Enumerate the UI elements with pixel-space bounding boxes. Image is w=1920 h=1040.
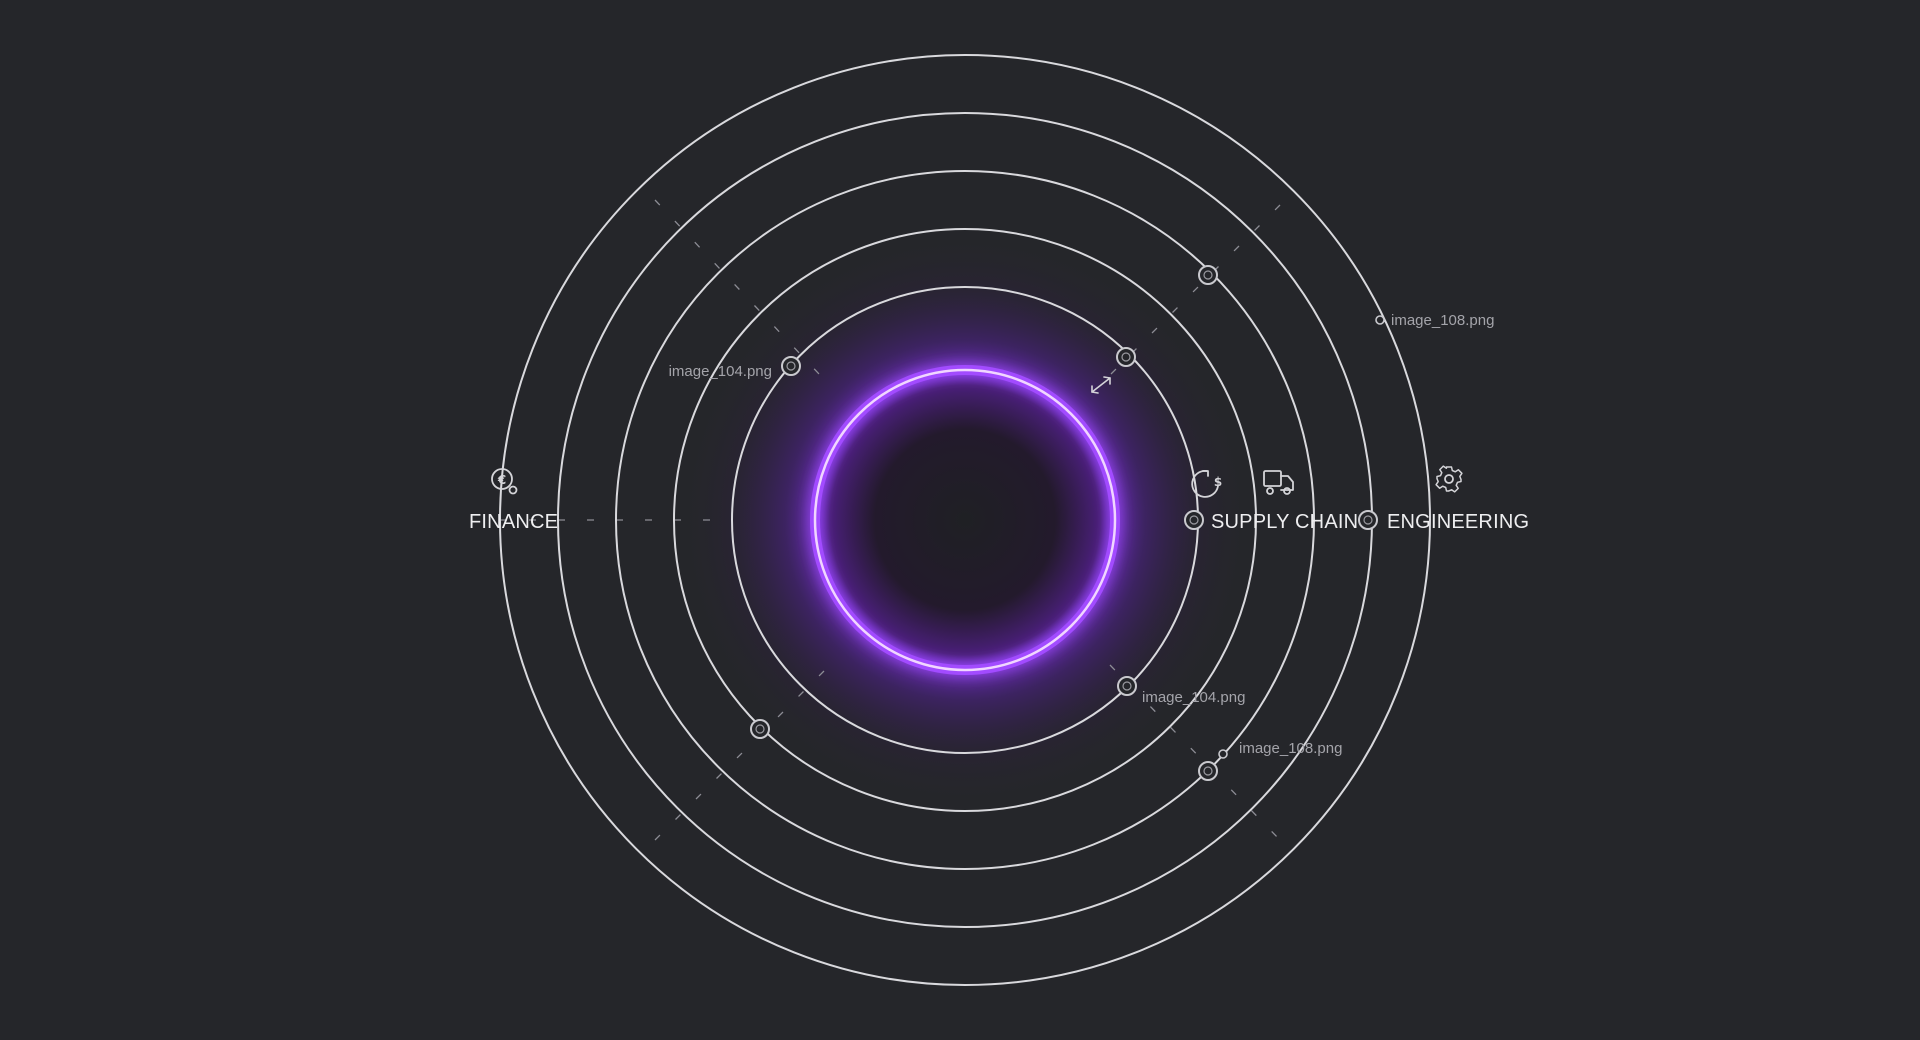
spoke-northeast <box>1109 204 1281 376</box>
radial-spokes <box>500 199 1281 841</box>
node-ring2-lower-left[interactable] <box>750 719 770 739</box>
core-fill <box>815 370 1115 670</box>
node-supply-chain[interactable] <box>1184 510 1204 530</box>
delivery-truck-icon <box>1263 470 1294 495</box>
label-supply-chain: SUPPLY CHAIN <box>1211 511 1358 533</box>
node-ring1-lower-right[interactable] <box>1117 676 1137 696</box>
file-label-upper-left: image_104.png <box>669 363 772 380</box>
svg-text:$: $ <box>1214 475 1222 489</box>
gear-icon <box>1435 465 1463 493</box>
node-ring3-lower-right[interactable] <box>1198 761 1218 781</box>
node-ring3-upper-right[interactable] <box>1198 265 1218 285</box>
label-engineering: ENGINEERING <box>1387 511 1529 533</box>
node-file-lower-right[interactable] <box>1218 749 1228 759</box>
node-file-top-right[interactable] <box>1375 315 1385 325</box>
node-ring1-upper-left[interactable] <box>781 356 801 376</box>
file-label-lower-right-outer: image_108.png <box>1239 740 1342 757</box>
file-label-top-right: image_108.png <box>1391 312 1494 329</box>
file-label-lower-right-inner: image_104.png <box>1142 689 1245 706</box>
spoke-southwest <box>654 664 831 841</box>
orbit-ring-3 <box>615 170 1315 870</box>
dollar-exchange-icon: $ <box>1191 470 1222 498</box>
spoke-southeast <box>1109 664 1281 841</box>
node-engineering[interactable] <box>1358 510 1378 530</box>
core-ring <box>813 368 1117 672</box>
svg-text:€: € <box>497 473 506 487</box>
resize-arrow-icon <box>1091 376 1111 394</box>
label-finance: FINANCE <box>469 511 558 533</box>
orbit-ring-5 <box>499 54 1431 986</box>
euro-coin-icon: € <box>491 468 518 495</box>
node-ring1-upper-right[interactable] <box>1116 347 1136 367</box>
orbit-ring-2 <box>673 228 1257 812</box>
spoke-northwest <box>654 199 821 376</box>
